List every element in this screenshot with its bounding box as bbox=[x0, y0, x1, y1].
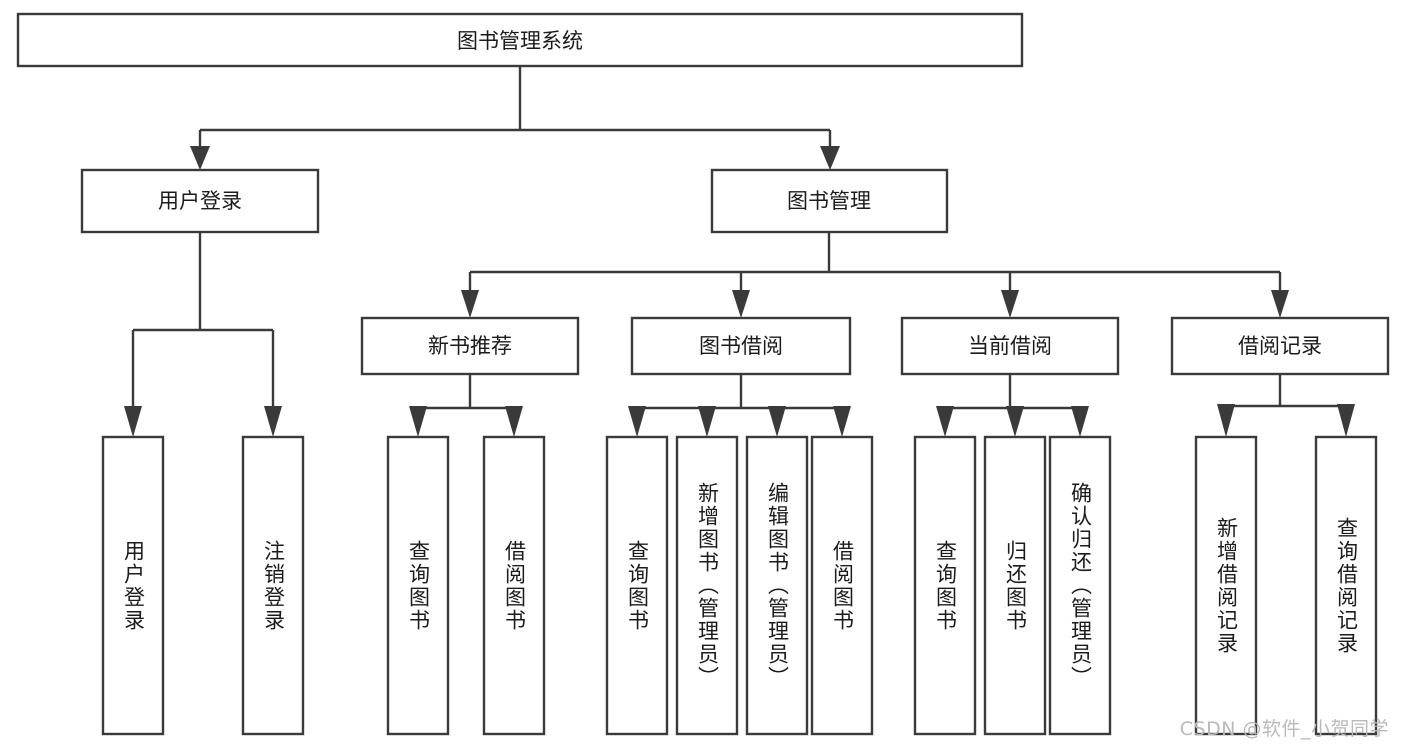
connector-group-borrow bbox=[628, 374, 851, 437]
node-borrow-record[interactable]: 借阅记录 bbox=[1170, 316, 1390, 376]
node-book-manage-label: 图书管理 bbox=[787, 189, 871, 213]
node-borrow-record-label: 借阅记录 bbox=[1238, 334, 1322, 358]
node-new-book-recommend-label: 新书推荐 bbox=[428, 334, 512, 358]
leaf-box[interactable] bbox=[1314, 435, 1378, 736]
leaf-box-group bbox=[101, 435, 1378, 736]
leaf-box[interactable] bbox=[386, 435, 450, 736]
leaf-box[interactable] bbox=[482, 435, 546, 736]
leaf-box[interactable] bbox=[745, 435, 809, 736]
leaf-box[interactable] bbox=[101, 435, 165, 736]
node-current-borrow-label: 当前借阅 bbox=[968, 334, 1052, 358]
connector-group-current-borrow bbox=[936, 374, 1089, 437]
node-user-login[interactable]: 用户登录 bbox=[80, 168, 320, 234]
leaf-box[interactable] bbox=[675, 435, 739, 736]
watermark-text: CSDN @软件_小贺同学 bbox=[1179, 718, 1389, 740]
node-root[interactable]: 图书管理系统 bbox=[16, 12, 1024, 68]
leaf-box[interactable] bbox=[913, 435, 977, 736]
node-current-borrow[interactable]: 当前借阅 bbox=[900, 316, 1120, 376]
leaf-box[interactable] bbox=[241, 435, 305, 736]
leaf-box[interactable] bbox=[810, 435, 874, 736]
node-book-borrow-label: 图书借阅 bbox=[699, 334, 783, 358]
node-new-book-recommend[interactable]: 新书推荐 bbox=[360, 316, 580, 376]
leaf-box[interactable] bbox=[983, 435, 1047, 736]
leaf-box[interactable] bbox=[1194, 435, 1258, 736]
leaf-box[interactable] bbox=[1048, 435, 1112, 736]
node-user-login-label: 用户登录 bbox=[158, 189, 242, 213]
leaf-box[interactable] bbox=[605, 435, 669, 736]
node-root-label: 图书管理系统 bbox=[457, 29, 583, 53]
node-book-manage[interactable]: 图书管理 bbox=[710, 168, 949, 234]
connector-group-root bbox=[190, 66, 840, 170]
connector-group-new-book bbox=[409, 374, 523, 437]
node-book-borrow[interactable]: 图书借阅 bbox=[630, 316, 852, 376]
connector-group-borrow-record bbox=[1217, 374, 1355, 437]
connector-group-user-login bbox=[124, 232, 282, 437]
connector-group-book-manage bbox=[461, 232, 1289, 318]
